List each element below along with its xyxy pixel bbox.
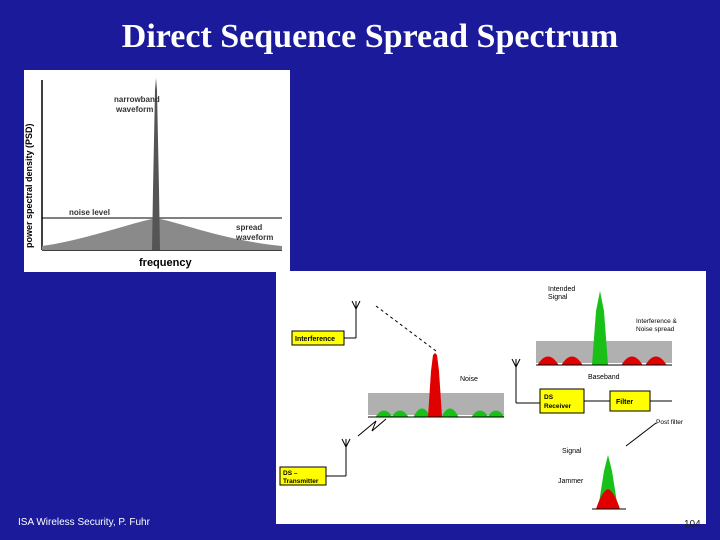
noise-label: Noise [460,376,478,383]
filter-label: Filter [616,399,633,406]
interference-noise-line1: Interference & [636,318,677,325]
transmitter-antenna-icon [341,438,351,449]
interference-noise-line2: Noise spread [636,326,675,333]
intended-signal-peak [592,291,608,365]
noise-signal-lobes [375,410,505,418]
ds-transmitter-line1: DS – [283,470,298,477]
psd-chart: power spectral density (PSD) frequency n… [24,78,282,269]
slide-title: Direct Sequence Spread Spectrum [121,18,619,55]
ds-receiver-line2: Receiver [544,403,572,410]
noise-level-label: noise level [69,208,110,217]
interference-path [375,305,437,352]
interference-antenna-icon [351,300,361,311]
intended-signal-line1: Intended [548,286,575,293]
ds-diagram-svg: Interference Noise DS – Transmitter DS R… [279,286,684,510]
psd-x-label: frequency [139,257,192,269]
signal-label: Signal [562,448,582,455]
receiver-antenna-icon [511,358,521,369]
page-number: 104 [684,519,701,530]
ds-transmitter-line2: Transmitter [283,478,319,485]
spread-label-line1: spread [236,223,262,232]
noise-jammer-peak [428,353,442,417]
post-filter-jammer [596,489,620,509]
psd-y-label: power spectral density (PSD) [24,123,34,248]
spread-waveform-shape [42,218,282,250]
ds-receiver-box [539,388,585,414]
post-filter-label: Post filter [656,419,684,426]
transmit-signal-path [357,418,387,437]
intended-signal-line2: Signal [548,294,568,301]
interference-label: Interference [295,336,335,343]
baseband-label: Baseband [588,374,620,381]
narrowband-waveform-shape [152,78,160,250]
baseband-jammer-lobes [537,356,667,366]
ds-receiver-line1: DS [544,394,554,401]
psd-figure: power spectral density (PSD) frequency n… [24,70,290,272]
spread-label-line2: waveform [235,233,273,242]
narrowband-label-line1: narrowband [114,95,160,104]
post-filter-path [625,422,657,447]
ds-system-diagram: Interference Noise DS – Transmitter DS R… [276,271,706,524]
footer-text: ISA Wireless Security, P. Fuhr [18,517,150,528]
narrowband-label-line2: waveform [115,105,153,114]
jammer-label: Jammer [558,478,584,485]
